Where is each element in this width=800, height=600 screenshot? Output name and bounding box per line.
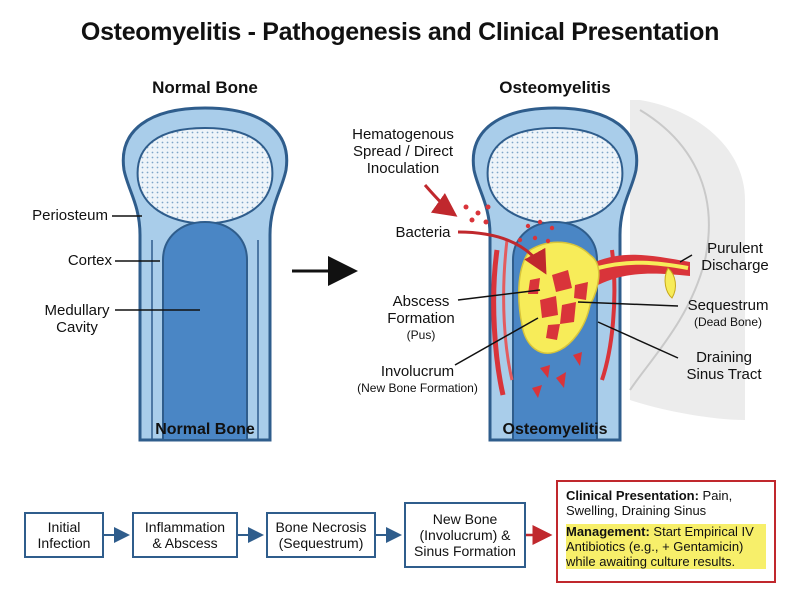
osteomyelitis-caption: Osteomyelitis <box>502 421 608 438</box>
abscess-line-1: Abscess <box>392 293 450 310</box>
flow-step-3-line-1: Bone Necrosis <box>275 519 367 535</box>
osteo-epiphysis <box>486 126 624 226</box>
normal-epiphysis <box>136 126 274 226</box>
flow-step-2-line-2: & Abscess <box>152 535 218 551</box>
sinus-line-2: Sinus Tract <box>686 366 762 383</box>
bacteria-dots <box>463 204 555 244</box>
flow-step-inflammation: Inflammation& Abscess <box>132 512 238 558</box>
spread-line-3: Inoculation <box>366 160 440 177</box>
involucrum-label: Involucrum (New Bone Formation) <box>350 363 485 397</box>
sequestrum-label: Sequestrum (Dead Bone) <box>678 297 778 331</box>
purulent-line-2: Discharge <box>701 257 769 274</box>
clinical-presentation-text: Pain, Swelling, Draining Sinus <box>566 488 733 518</box>
involucrum-line-1: Involucrum <box>380 363 455 380</box>
soft-tissue <box>630 100 745 420</box>
clinical-presentation-label: Clinical Presentation: <box>566 488 699 503</box>
normal-medullary-cavity <box>162 220 248 441</box>
flow-step-4-line-1: New Bone <box>432 511 498 527</box>
purulent-discharge-label: Purulent Discharge <box>695 240 775 274</box>
osteomyelitis-bone <box>423 100 745 442</box>
diagram-title: Osteomyelitis - Pathogenesis and Clinica… <box>80 18 720 46</box>
normal-bone-heading: Normal Bone <box>152 78 258 97</box>
normal-bone-caption: Normal Bone <box>155 421 255 438</box>
abscess-line-2: Formation <box>387 310 455 327</box>
flow-step-3-line-2: (Sequestrum) <box>278 535 364 551</box>
purulent-drop <box>664 267 676 299</box>
medullary-line-2: Cavity <box>56 319 98 336</box>
bacteria-label: Bacteria <box>395 224 451 241</box>
cortex-label: Cortex <box>67 252 112 269</box>
sinus-line-1: Draining <box>696 349 752 366</box>
spread-line-2: Spread / Direct <box>352 143 454 160</box>
periosteum-label: Periosteum <box>32 207 108 224</box>
sequestrum-line-2: (Dead Bone) <box>693 315 763 329</box>
clinical-presentation: Clinical Presentation: Pain, Swelling, D… <box>566 488 766 518</box>
spread-line-1: Hematogenous <box>352 126 454 143</box>
purulent-line-1: Purulent <box>707 240 763 257</box>
abscess-label: Abscess Formation (Pus) <box>380 293 462 344</box>
sequestrum-line-1: Sequestrum <box>687 297 769 314</box>
medullary-cavity-label: Medullary Cavity <box>40 302 114 336</box>
sequestrum-fragments <box>528 270 588 398</box>
flow-step-new-bone: New Bone(Involucrum) &Sinus Formation <box>404 502 526 568</box>
spread-label: Hematogenous Spread / Direct Inoculation <box>348 126 458 177</box>
osteomyelitis-heading: Osteomyelitis <box>499 78 611 97</box>
medullary-line-1: Medullary <box>44 302 110 319</box>
flow-step-1-line-1: Initial <box>47 519 81 535</box>
involucrum-line-2: (New Bone Formation) <box>357 381 478 395</box>
flow-step-bone-necrosis: Bone Necrosis(Sequestrum) <box>266 512 376 558</box>
normal-bone <box>112 106 289 442</box>
clinical-box: Clinical Presentation: Pain, Swelling, D… <box>556 480 776 583</box>
flow-step-2-line-1: Inflammation <box>144 519 226 535</box>
management-text: Start Empirical IV Antibiotics (e.g., + … <box>566 524 754 569</box>
sinus-tract-label: Draining Sinus Tract <box>678 349 770 383</box>
management: Management: Start Empirical IV Antibioti… <box>566 524 766 569</box>
flow-step-4-line-3: Sinus Formation <box>414 543 516 559</box>
abscess-line-3: (Pus) <box>406 328 436 342</box>
flow-step-4-line-2: (Involucrum) & <box>419 527 511 543</box>
flow-step-1-line-2: Infection <box>37 535 91 551</box>
management-label: Management: <box>566 524 650 539</box>
